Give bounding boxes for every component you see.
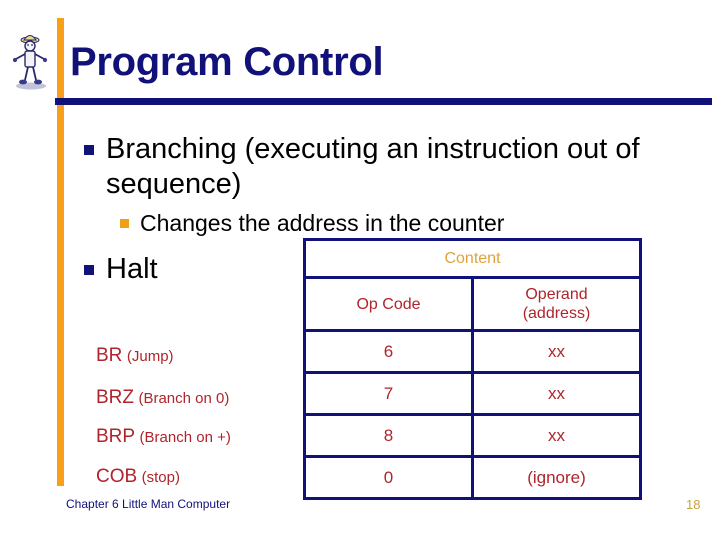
- bullet-branching-label: Branching (executing an instruction out …: [106, 133, 640, 200]
- instruction-label-br: BR (Jump): [96, 345, 174, 367]
- cell-operand: xx: [471, 413, 642, 458]
- bullet-halt: Halt: [84, 252, 284, 287]
- square-bullet-icon: [84, 145, 94, 155]
- bullet-branching: Branching (executing an instruction out …: [84, 132, 674, 202]
- bullet-changes-address: Changes the address in the counter: [120, 209, 650, 237]
- instruction-description: (Jump): [126, 348, 174, 365]
- bullet-changes-address-label: Changes the address in the counter: [140, 210, 505, 236]
- cell-op-code: 6: [303, 329, 474, 374]
- table-header-operand: Operand (address): [471, 276, 642, 332]
- page-number: 18: [686, 497, 701, 512]
- table-span-header-content: Content: [303, 238, 642, 279]
- instruction-description: (Branch on +): [139, 429, 231, 446]
- cell-operand: (ignore): [471, 455, 642, 500]
- page-title: Program Control: [70, 40, 384, 84]
- table-header-operand-line2: (address): [522, 305, 591, 322]
- instruction-mnemonic: COB: [96, 466, 138, 487]
- instruction-mnemonic: BRP: [96, 426, 136, 447]
- accent-bar-vertical: [57, 18, 64, 486]
- instruction-description: (Branch on 0): [138, 390, 230, 407]
- cell-op-code: 7: [303, 371, 474, 416]
- square-bullet-icon: [84, 265, 94, 275]
- title-divider-rule: [55, 98, 712, 105]
- footer-text: Chapter 6 Little Man Computer: [66, 497, 231, 511]
- table-row: 6 xx: [303, 329, 642, 374]
- cell-op-code: 8: [303, 413, 474, 458]
- cell-operand: xx: [471, 329, 642, 374]
- instruction-label-cob: COB (stop): [96, 466, 180, 488]
- cell-operand: xx: [471, 371, 642, 416]
- table-row: 0 (ignore): [303, 455, 642, 500]
- bullet-halt-label: Halt: [106, 253, 158, 285]
- instruction-mnemonic: BR: [96, 345, 123, 366]
- instruction-label-brp: BRP (Branch on +): [96, 426, 231, 448]
- little-man-stick-figure-icon: [8, 30, 54, 92]
- table-header-op-code-line1: Op Code: [356, 295, 421, 313]
- instruction-content-table: Content Op Code Operand (address) 6 xx 7…: [303, 238, 642, 500]
- table-row-span-header: Content: [303, 238, 642, 279]
- table-header-operand-line1: Operand: [525, 286, 588, 303]
- table-header-op-code: Op Code: [303, 276, 474, 332]
- instruction-mnemonic: BRZ: [96, 387, 134, 408]
- instruction-description: (stop): [141, 469, 180, 486]
- square-bullet-icon: [120, 219, 129, 228]
- table-row: 7 xx: [303, 371, 642, 416]
- cell-op-code: 0: [303, 455, 474, 500]
- instruction-label-brz: BRZ (Branch on 0): [96, 387, 229, 409]
- table-row: 8 xx: [303, 413, 642, 458]
- table-row-column-headers: Op Code Operand (address): [303, 276, 642, 332]
